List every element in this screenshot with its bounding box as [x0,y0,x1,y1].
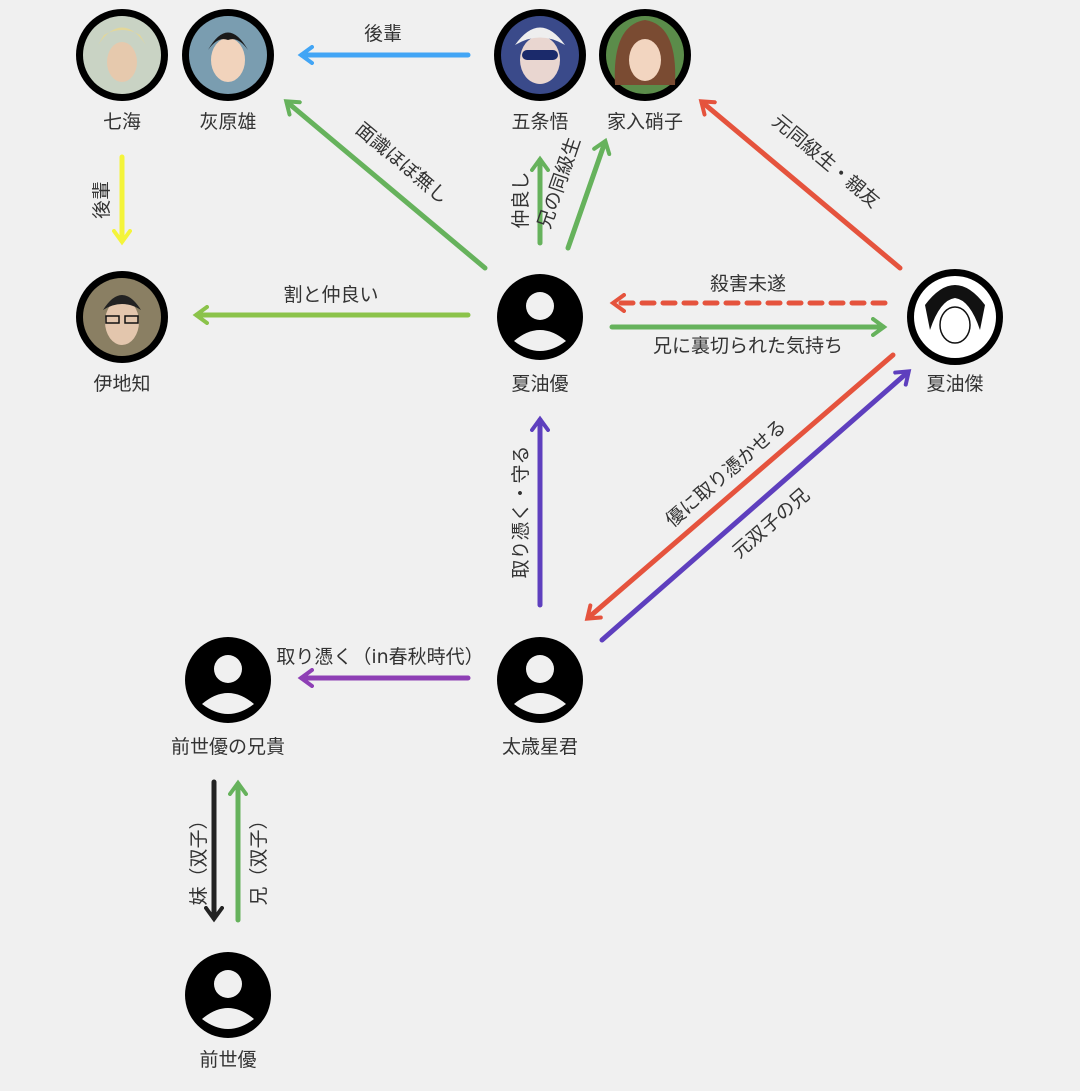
edge-label: 殺害未遂 [710,273,786,295]
edge-label: 元同級生・親友 [768,110,884,212]
node-yu[interactable]: 夏油優 [497,274,583,395]
node-label: 太歳星君 [502,736,578,758]
edge-younger-sister-twin: 妹（双子） [188,779,224,923]
node-suguru[interactable]: 夏油傑 [907,269,1003,395]
node-past-yu[interactable]: 前世優 [185,952,271,1071]
node-label: 夏油傑 [926,373,983,395]
node-label: 伊地知 [93,373,150,395]
edge-label: 兄（双子） [248,810,270,905]
node-ieiri[interactable]: 家入硝子 [599,9,691,133]
edge-fairly-close: 割と仲良い [192,284,471,325]
edge-label: 割と仲良い [283,284,378,306]
edge-haibara-kohai: 後輩 [297,23,471,65]
edge-betrayed-feeling: 兄に裏切られた気持ち [609,317,888,357]
edge-attempted-murder: 殺害未遂 [609,273,888,313]
node-label: 五条悟 [511,111,568,133]
person-icon [185,637,271,723]
node-label: 夏油優 [511,373,568,395]
node-nanami[interactable]: 七海 [76,9,168,133]
edge-older-brother-twin: 兄（双子） [228,779,270,923]
edge-possess-protect: 取り憑く・守る [510,415,550,608]
edge-brothers-classmate: 兄の同級生 [533,135,612,251]
node-label: 七海 [103,111,141,133]
node-ijichi[interactable]: 伊地知 [76,271,168,395]
node-past-brother[interactable]: 前世優の兄貴 [171,637,285,758]
node-label: 灰原雄 [199,111,256,133]
edge-label: 後輩 [364,23,402,45]
edge-possess-spring-autumn: 取り憑く（in春秋時代） [276,646,484,688]
edge-label: 元双子の兄 [728,484,814,563]
node-taisai[interactable]: 太歳星君 [497,637,583,758]
node-haibara[interactable]: 灰原雄 [182,9,274,133]
person-icon [497,637,583,723]
edge-label: 面識ほぼ無し [351,118,452,208]
edge-label: 妹（双子） [188,810,210,905]
node-label: 前世優 [199,1049,256,1071]
edge-former-classmate-friend: 元同級生・親友 [698,99,903,271]
edge-former-twin-brother: 元双子の兄 [599,369,912,643]
person-icon [497,274,583,360]
edge-label: 仲良し [510,171,532,228]
node-label: 家入硝子 [607,111,683,133]
edge-label: 取り憑く・守る [510,445,532,578]
edge-label: 取り憑く（in春秋時代） [276,646,483,668]
edge-ijichi-kohai: 後輩 [91,154,132,246]
edge-make-possess: 優に取り憑かせる [584,352,896,621]
node-label: 前世優の兄貴 [171,736,285,758]
edge-close: 仲良し [510,155,550,246]
edge-label: 後輩 [91,181,113,219]
edge-barely-met: 面識ほぼ無し [283,99,488,271]
node-gojo[interactable]: 五条悟 [494,9,586,133]
edge-label: 兄に裏切られた気持ち [653,335,843,357]
person-icon [185,952,271,1038]
